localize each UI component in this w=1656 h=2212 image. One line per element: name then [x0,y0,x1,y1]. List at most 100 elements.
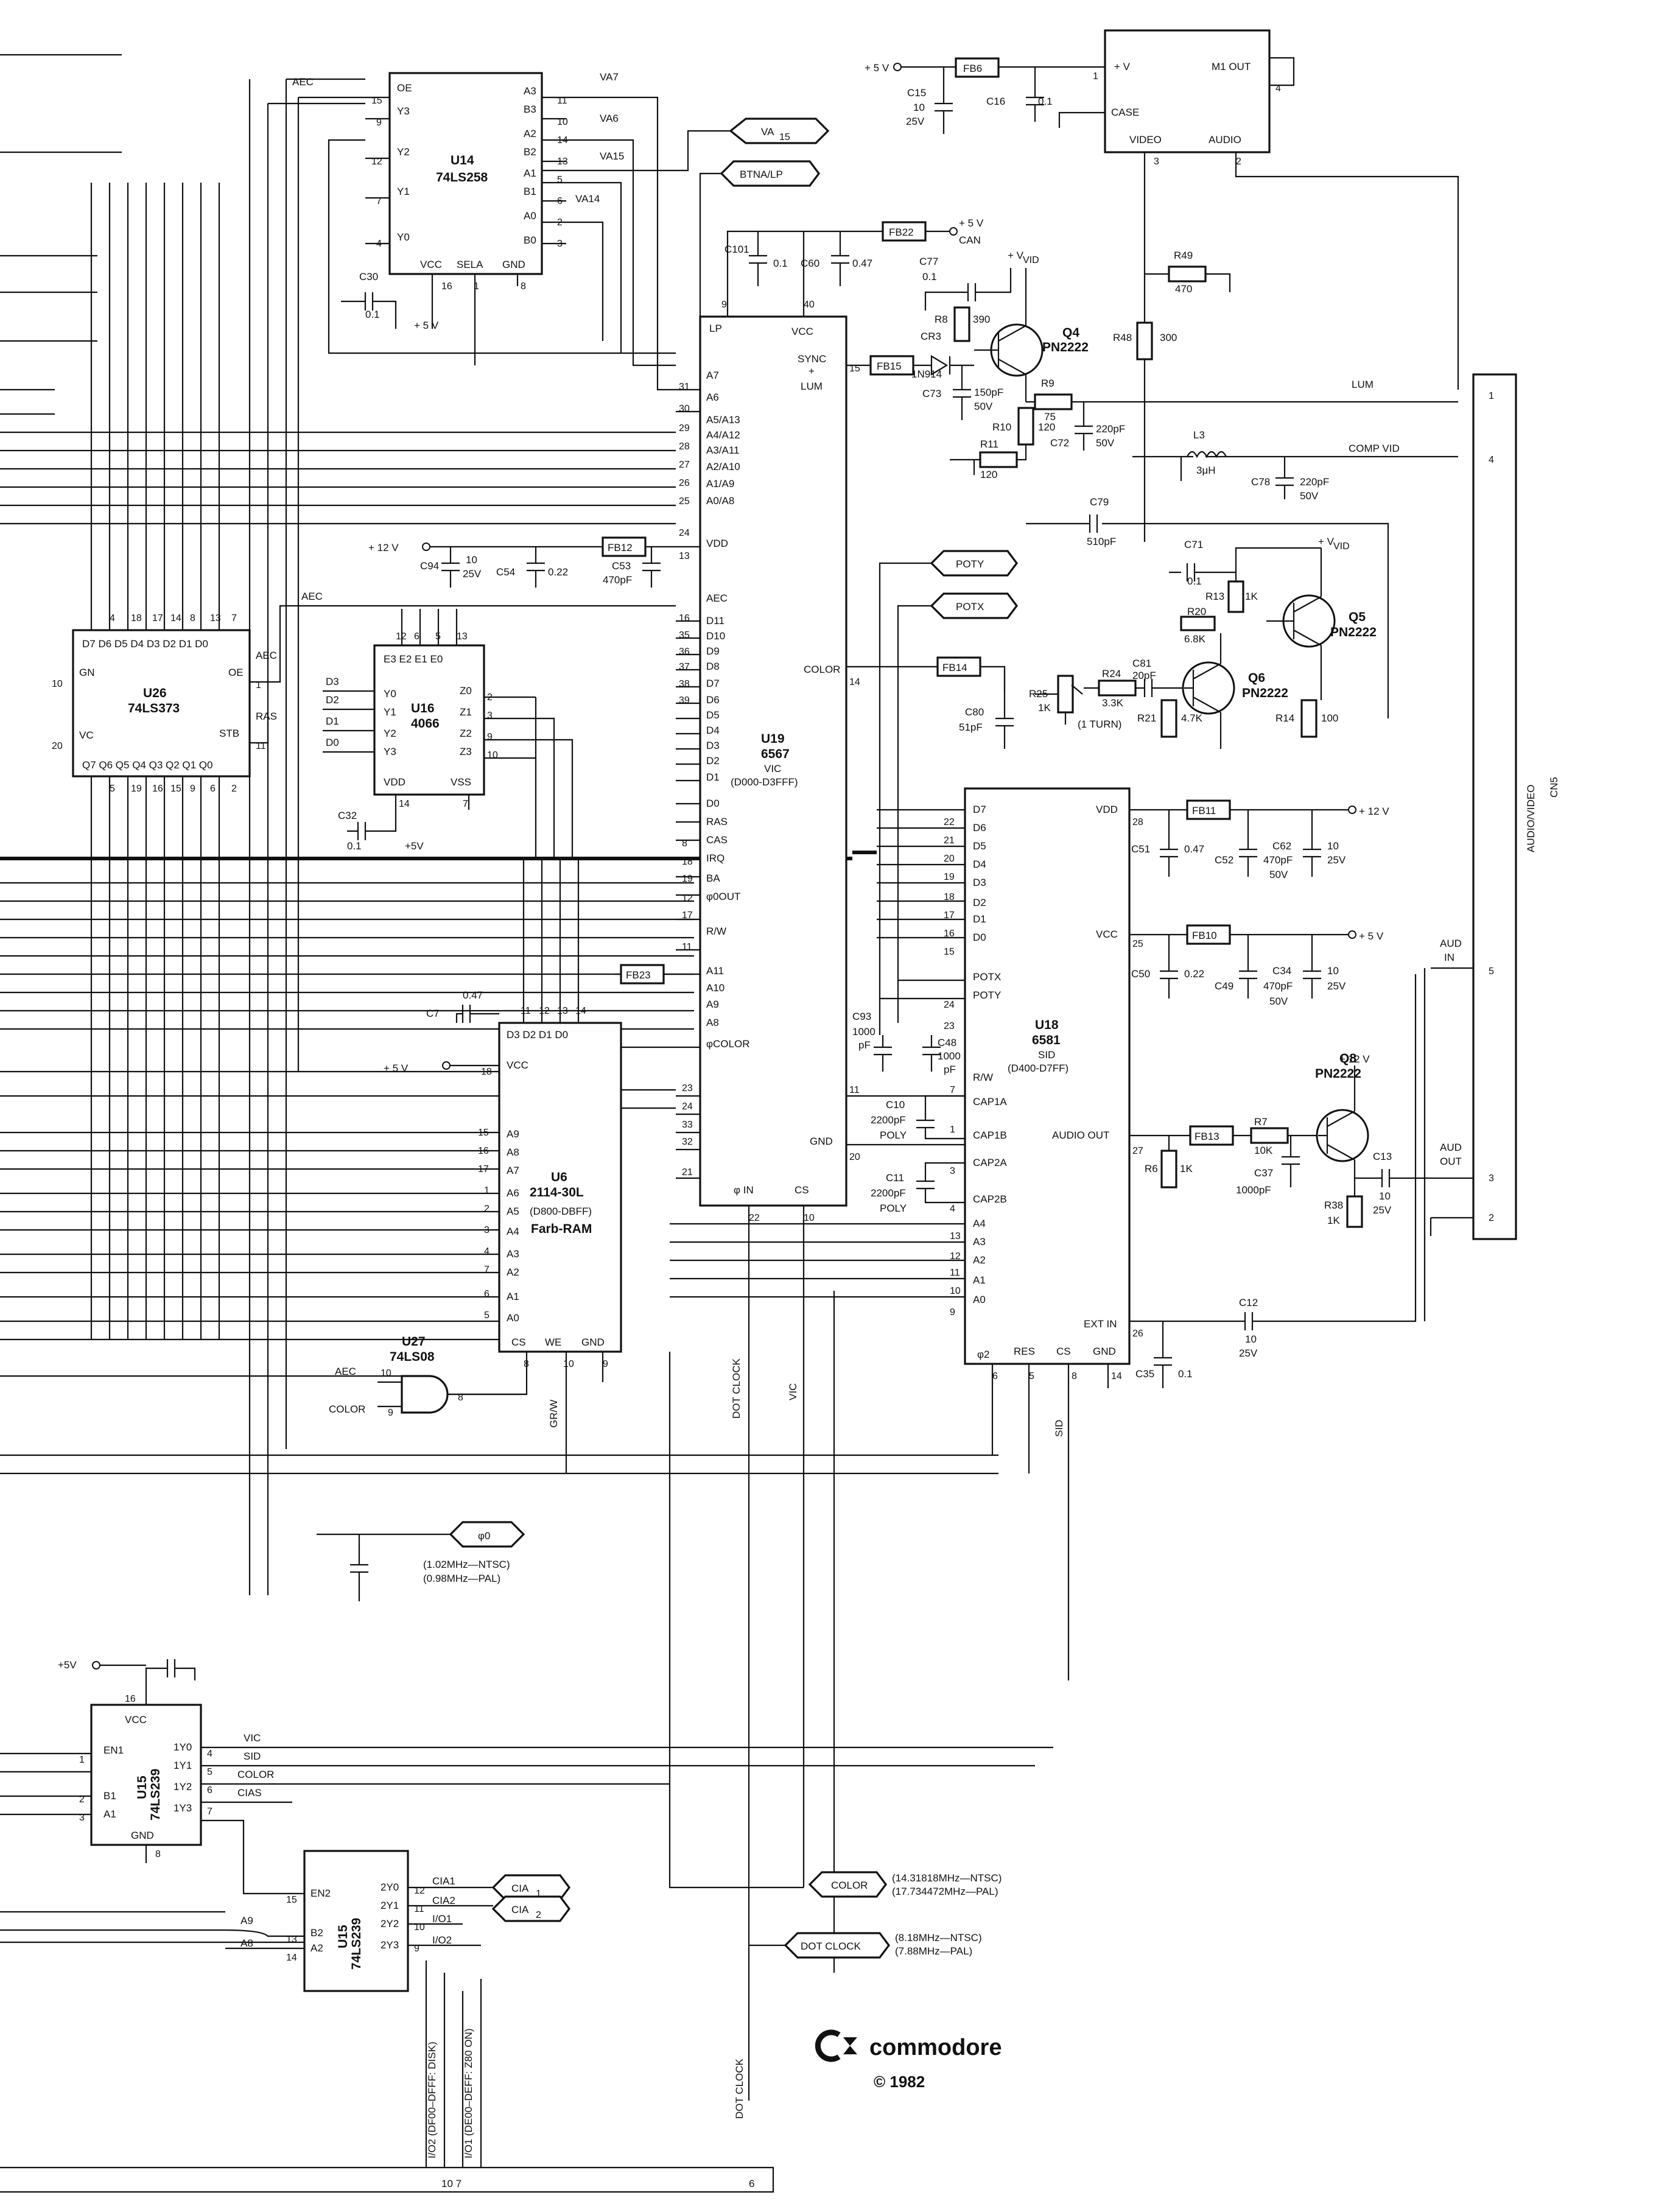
svg-text:CIA: CIA [511,1904,529,1915]
svg-text:Y1: Y1 [384,706,396,718]
svg-text:29: 29 [679,423,690,434]
svg-text:SYNC: SYNC [798,353,826,365]
svg-text:VC: VC [79,729,94,741]
potx-flag[interactable]: POTX [897,592,1018,1023]
svg-text:VDD: VDD [706,538,728,549]
svg-text:Y3: Y3 [384,746,396,757]
svg-text:3: 3 [1489,1173,1494,1184]
svg-text:U6: U6 [551,1170,567,1184]
svg-text:6: 6 [207,1785,212,1796]
svg-text:+ V: + V [1114,61,1131,72]
va15-flag[interactable]: VA 15 [542,118,830,172]
svg-text:A7: A7 [706,370,719,381]
svg-text:5: 5 [484,1310,489,1321]
svg-text:FB12: FB12 [608,542,633,553]
btna-lp-flag[interactable]: BTNA/LP [699,160,820,320]
svg-text:10: 10 [1245,1333,1257,1345]
svg-text:VIC: VIC [244,1732,261,1744]
svg-text:10: 10 [557,117,568,127]
bottom-connector: 10 7 6 [0,2166,774,2193]
svg-text:50V: 50V [1300,490,1319,502]
svg-text:3: 3 [79,1813,85,1823]
svg-text:IRQ: IRQ [706,852,724,864]
svg-text:0.1: 0.1 [365,309,380,320]
svg-text:25V: 25V [1327,980,1346,992]
svg-text:CIAS: CIAS [237,1787,262,1799]
svg-text:D5: D5 [706,709,720,721]
svg-text:37: 37 [679,662,690,672]
svg-text:(14.31818MHz—NTSC): (14.31818MHz—NTSC) [892,1872,1002,1884]
svg-text:R6: R6 [1145,1163,1158,1174]
svg-text:+: + [809,365,815,377]
svg-text:C51: C51 [1131,843,1150,855]
svg-text:A9: A9 [706,999,719,1010]
svg-text:POTY: POTY [973,989,1001,1001]
svg-text:U15: U15 [135,1775,149,1799]
svg-text:DOT CLOCK: DOT CLOCK [801,1940,861,1952]
svg-text:+5V: +5V [58,1659,77,1671]
svg-text:12: 12 [371,156,382,167]
svg-text:A1: A1 [103,1808,116,1820]
svg-text:B0: B0 [524,234,536,246]
svg-text:2: 2 [1489,1213,1494,1223]
svg-text:20pF: 20pF [1132,670,1156,681]
svg-text:R48: R48 [1113,332,1132,343]
svg-text:50V: 50V [1269,869,1288,880]
rf-modulator: + V M1 OUT CASE VIDEO AUDIO 1 4 3 2 FB6 … [865,29,1459,542]
svg-text:AUD: AUD [1440,938,1462,949]
svg-text:10: 10 [1327,965,1339,977]
svg-text:3μH: 3μH [1196,465,1216,476]
svg-text:FB15: FB15 [877,360,902,372]
svg-text:10: 10 [1379,1190,1391,1202]
svg-text:A2/A10: A2/A10 [706,461,740,472]
svg-text:12: 12 [539,1006,550,1016]
svg-text:120: 120 [980,469,997,480]
svg-text:+ 5 V: + 5 V [959,217,984,229]
svg-text:6: 6 [484,1289,489,1299]
svg-text:+ 5 V: + 5 V [1359,930,1384,942]
svg-text:18: 18 [682,857,693,867]
svg-text:51pF: 51pF [959,722,983,733]
svg-text:14: 14 [170,613,181,623]
chip-u6: U6 2114-30L (D800-DBFF) Farb-RAM D3 D2 D… [384,858,700,1473]
left-signal-lines [0,54,998,1943]
svg-text:B2: B2 [524,146,536,158]
dot-clock-flag[interactable]: DOT CLOCK (8.18MHz—NTSC) (7.88MHz—PAL) [749,1932,982,1959]
svg-text:PN2222: PN2222 [1242,686,1288,700]
poty-flag[interactable]: POTY [879,550,1018,1035]
svg-text:Z2: Z2 [460,728,472,739]
svg-text:A3: A3 [507,1248,519,1260]
svg-text:1N914: 1N914 [911,368,942,380]
svg-text:0.47: 0.47 [852,258,872,269]
svg-text:PN2222: PN2222 [1042,340,1089,354]
svg-text:C72: C72 [1050,437,1069,449]
svg-text:LUM: LUM [801,381,823,392]
svg-text:10: 10 [804,1213,815,1223]
svg-text:B1: B1 [524,186,536,197]
svg-text:Y0: Y0 [384,688,396,700]
svg-text:27: 27 [1132,1146,1143,1156]
svg-text:+ 12 V: + 12 V [1359,806,1389,817]
svg-text:VCC: VCC [125,1714,147,1726]
color-flag[interactable]: COLOR (14.31818MHz—NTSC) (17.734472MHz—P… [808,1871,1002,1898]
svg-text:16: 16 [478,1146,489,1156]
svg-text:3: 3 [484,1225,489,1235]
svg-text:A2: A2 [524,128,536,139]
svg-text:D6: D6 [706,694,720,706]
svg-text:150pF: 150pF [974,387,1003,398]
svg-text:33: 33 [682,1120,693,1130]
svg-text:10: 10 [466,554,477,566]
svg-text:D2: D2 [973,897,986,908]
svg-text:+ 5 V: + 5 V [384,1062,409,1074]
svg-text:GND: GND [502,259,525,270]
svg-text:Q7 Q6 Q5 Q4 Q3 Q2 Q1 Q0: Q7 Q6 Q5 Q4 Q3 Q2 Q1 Q0 [82,759,212,771]
q6: Q6 PN2222 R21 4.7K [1137,633,1288,749]
svg-text:GND: GND [131,1830,154,1841]
svg-text:FB22: FB22 [889,226,914,238]
svg-text:φ0: φ0 [478,1530,490,1542]
svg-text:1: 1 [256,680,261,690]
va15-label: VA15 [600,150,624,162]
svg-text:RAS: RAS [256,711,277,722]
u14-ref: U14 [451,153,474,167]
svg-text:A2: A2 [973,1254,986,1266]
